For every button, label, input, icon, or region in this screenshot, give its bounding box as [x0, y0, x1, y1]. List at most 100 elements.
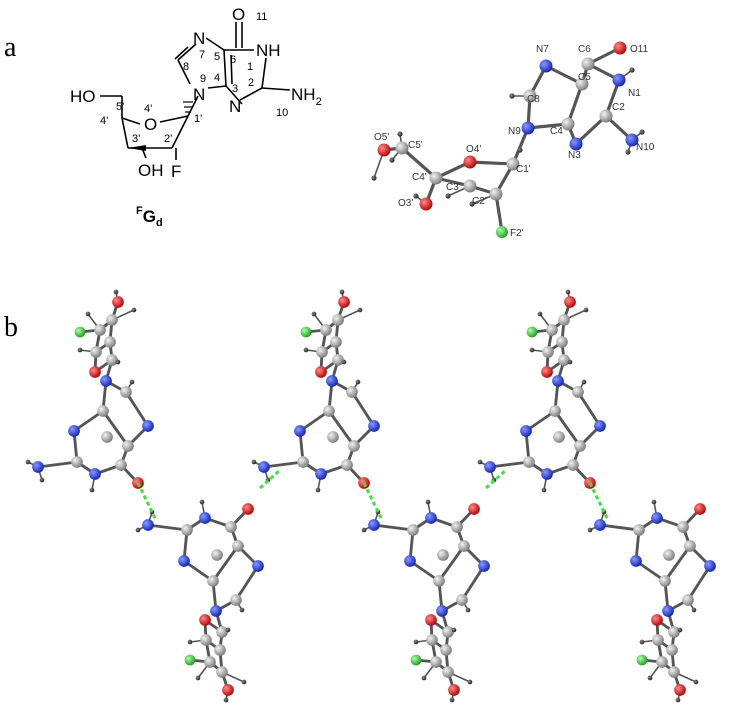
structure-numbers: 11 6 1 2 3 4 5 7 8 9 10 5' 4' 4' 3' 2' 1… [100, 11, 288, 145]
atom-sphere [539, 59, 553, 73]
hydrogen-bond [258, 468, 282, 490]
atom-sphere [463, 155, 477, 169]
atom-sphere [332, 354, 344, 366]
atom-sphere [112, 296, 124, 308]
atom-n9: N [193, 85, 205, 104]
molecule [25, 289, 154, 493]
atom-sphere [425, 499, 431, 505]
label-c4p: C4' [412, 172, 427, 183]
atom-sphere [223, 697, 229, 703]
atom-sphere [549, 405, 561, 417]
hydrogen-bond [362, 482, 384, 521]
label-o5p: O5' [374, 132, 389, 143]
atom-sphere [85, 311, 91, 317]
atom-sphere [556, 336, 568, 348]
atom-nh: NH [256, 41, 281, 60]
atom-oh: OH [138, 161, 164, 180]
atom-sphere [684, 540, 696, 552]
atom-sphere [341, 359, 347, 365]
atom-sphere [241, 679, 247, 685]
atom-sphere [200, 634, 212, 646]
atom-sphere [297, 456, 309, 468]
atom-sphere [663, 549, 675, 561]
atom-sphere [204, 656, 216, 668]
atom-sphere [348, 440, 360, 452]
atom-n3: N [229, 97, 241, 116]
atom-sphere [242, 503, 254, 515]
molecule [251, 289, 380, 493]
label-o3p: O3' [398, 198, 413, 209]
atom-sphere [583, 307, 589, 313]
atom-sphere [104, 336, 116, 348]
bond [101, 409, 130, 448]
num-5p: 5' [116, 101, 124, 113]
atom-sphere [561, 117, 575, 131]
atom-sphere [214, 644, 226, 656]
atom-sphere [691, 607, 697, 613]
atom-sphere [327, 431, 339, 443]
atom-sphere [567, 359, 573, 365]
atom-sphere [338, 296, 350, 308]
atom-sphere [199, 512, 211, 524]
bond [526, 122, 570, 130]
atom-sphere [613, 41, 627, 55]
label-n3: N3 [568, 150, 581, 161]
atom-sphere [341, 459, 353, 471]
num-9: 9 [200, 73, 206, 85]
bond [574, 114, 608, 146]
atom-sphere [294, 425, 306, 437]
atom-sphere [458, 540, 470, 552]
atom-sphere [442, 626, 454, 638]
atom-sphere [368, 519, 380, 531]
bond [146, 523, 189, 532]
molecule [587, 499, 716, 703]
atom-sphere [541, 468, 553, 480]
atom-sphere [651, 614, 663, 626]
hydrogen-bond [588, 482, 610, 521]
atom-sphere [311, 311, 317, 317]
label-c3p: C3' [446, 182, 461, 193]
atom-sphere [89, 468, 101, 480]
num-3p: 3' [132, 133, 140, 145]
atom-sphere [355, 379, 361, 385]
atom-sphere [574, 440, 586, 452]
bond [598, 523, 641, 532]
num-10: 10 [276, 107, 288, 119]
atom-sphere [647, 675, 653, 681]
atom-sphere [135, 527, 141, 533]
atom-sphere [542, 346, 554, 358]
atom-sphere [523, 89, 537, 103]
atom-sphere [357, 307, 363, 313]
atom-sphere [122, 440, 134, 452]
atom-sphere [465, 607, 471, 613]
atom-sphere [567, 459, 579, 471]
atom-sphere [652, 634, 664, 646]
atom-sphere [526, 326, 538, 338]
atom-sphere [225, 627, 231, 633]
atom-sphere [258, 461, 270, 473]
atom-sphere [32, 461, 44, 473]
atom-sphere [677, 627, 683, 633]
atom-sphere [315, 487, 321, 493]
atom-sphere [651, 512, 663, 524]
atom-sphere [184, 654, 196, 666]
atom-sphere [552, 375, 564, 387]
molecule [361, 499, 490, 703]
atom-sphere [656, 656, 668, 668]
num-4p: 4' [100, 115, 108, 127]
atom-sphere [581, 57, 595, 71]
atom-sphere [100, 375, 112, 387]
atom-sphere [300, 326, 312, 338]
atom-sphere [639, 129, 645, 135]
molecular-chain [25, 289, 716, 703]
bond [437, 544, 466, 583]
atom-sphere [397, 131, 403, 137]
atom-sphere [71, 456, 83, 468]
atom-sphere [674, 684, 686, 696]
atom-sphere [371, 175, 377, 181]
atom-sphere [537, 311, 543, 317]
atom-sphere [564, 296, 576, 308]
atom-sphere [101, 431, 113, 443]
bond [488, 460, 531, 469]
